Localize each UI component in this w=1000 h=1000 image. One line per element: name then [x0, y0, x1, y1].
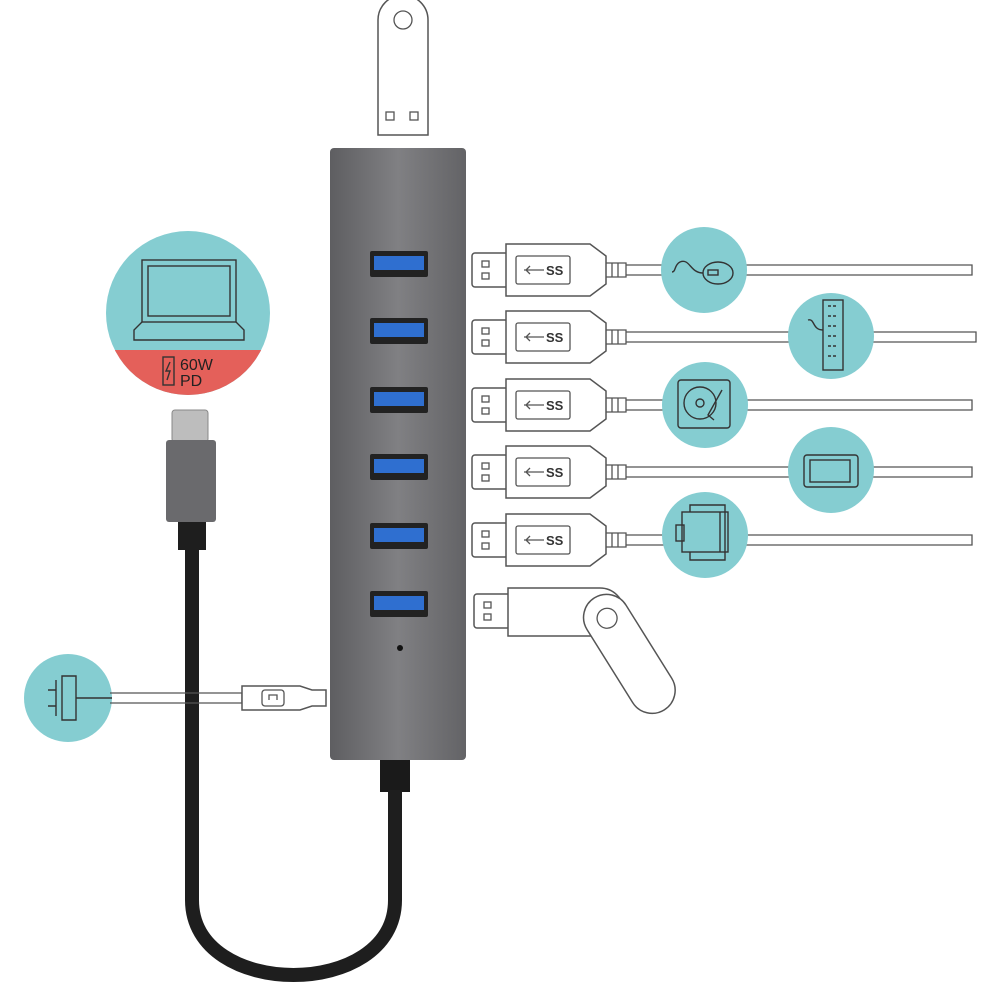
- laptop-60w-pd-icon: 60W PD: [106, 231, 270, 395]
- usb-ss-logo: SS: [546, 263, 564, 278]
- usb-ports: [370, 251, 428, 617]
- printer-icon: [662, 492, 748, 578]
- usb-c-plug: [166, 409, 216, 550]
- usb-ss-logo: SS: [546, 330, 564, 345]
- wattage-label: 60W: [180, 357, 214, 374]
- pd-label: PD: [180, 373, 202, 390]
- tablet-icon: [788, 427, 874, 513]
- top-flash-drive: [377, 0, 429, 136]
- mouse-icon: [661, 227, 747, 313]
- led-indicator: [397, 645, 403, 651]
- power-adapter-icon: [24, 654, 112, 742]
- swivel-flash-drive: [473, 587, 676, 715]
- usb-ss-logo: SS: [546, 398, 564, 413]
- usb-ss-logo: SS: [546, 465, 564, 480]
- usb-hub: [330, 148, 466, 792]
- keyboard-icon: [788, 293, 874, 379]
- power-cable: [110, 685, 327, 711]
- usb-ss-logo: SS: [546, 533, 564, 548]
- usb-c-cable: [185, 548, 402, 982]
- hard-drive-icon: [662, 362, 748, 448]
